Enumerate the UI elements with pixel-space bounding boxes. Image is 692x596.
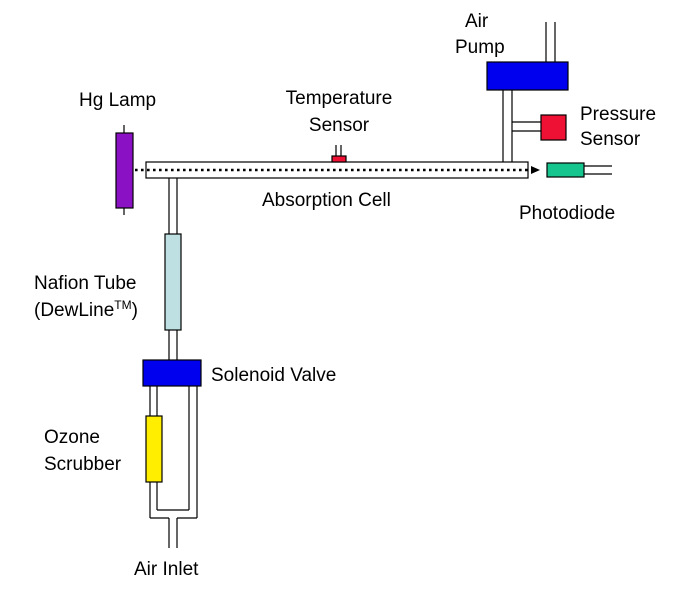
scrubber-branch-pipe bbox=[149, 386, 158, 518]
photodiode-leads bbox=[584, 165, 612, 175]
nafion-tube-label-close: ) bbox=[132, 300, 138, 321]
nafion-tube-label-line2: (DewLineTM) bbox=[34, 298, 138, 321]
photodiode bbox=[546, 162, 585, 178]
temperature-sensor-label-line2: Sensor bbox=[309, 115, 370, 136]
temperature-sensor bbox=[331, 155, 347, 163]
air-pump bbox=[486, 61, 569, 91]
pressure-sensor-label-line2: Sensor bbox=[580, 129, 641, 150]
air-pump-label-line2: Pump bbox=[455, 37, 505, 58]
ozone-scrubber-label-line2: Scrubber bbox=[44, 454, 122, 475]
pressure-sensor bbox=[540, 114, 567, 141]
temperature-sensor-leads bbox=[335, 145, 342, 156]
ozone-scrubber bbox=[145, 415, 163, 483]
pump-to-cell-pipe bbox=[502, 90, 513, 162]
pump-exhaust-pipe bbox=[545, 22, 556, 62]
nafion-tube-label-line1: Nafion Tube bbox=[34, 273, 136, 294]
nafion-to-valve-pipe bbox=[168, 330, 178, 360]
nafion-tube bbox=[164, 233, 182, 331]
air-inlet-pipe bbox=[168, 518, 178, 548]
temperature-sensor-label-line1: Temperature bbox=[286, 88, 393, 109]
ozone-scrubber-label-line1: Ozone bbox=[44, 427, 100, 448]
hg-lamp-label: Hg Lamp bbox=[79, 90, 156, 111]
nafion-tube-label-tm: TM bbox=[114, 298, 131, 312]
inlet-manifold bbox=[150, 509, 197, 519]
absorption-cell-label: Absorption Cell bbox=[262, 190, 391, 211]
hg-lamp bbox=[115, 132, 134, 209]
light-beam-arrowhead bbox=[531, 166, 540, 174]
cell-to-nafion-pipe bbox=[168, 178, 178, 234]
air-pump-label-line1: Air bbox=[465, 11, 489, 32]
pressure-sensor-label-line1: Pressure bbox=[580, 104, 656, 125]
nafion-tube-label-dewline: (DewLine bbox=[34, 300, 114, 321]
solenoid-valve-label: Solenoid Valve bbox=[211, 365, 336, 386]
solenoid-valve bbox=[142, 359, 202, 387]
bypass-branch-pipe bbox=[188, 386, 198, 518]
air-inlet-label: Air Inlet bbox=[134, 559, 199, 580]
photodiode-label: Photodiode bbox=[519, 203, 615, 224]
pressure-sensor-branch bbox=[512, 121, 541, 132]
